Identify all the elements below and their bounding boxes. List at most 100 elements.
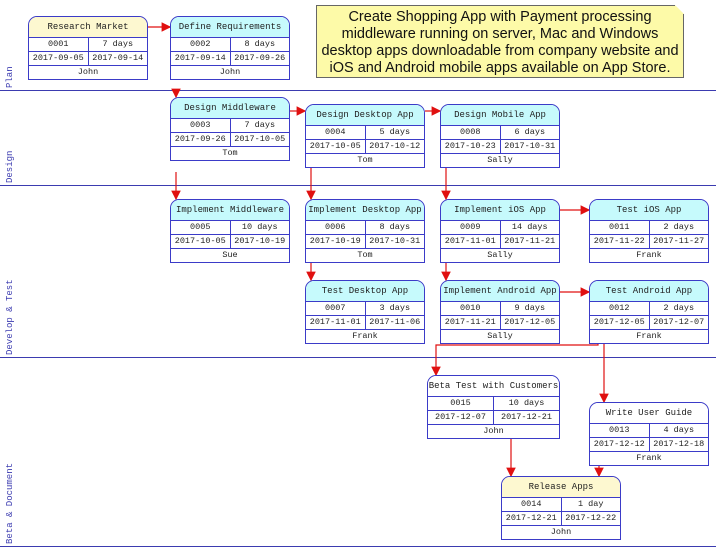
task-title: Implement Desktop App [306,200,424,221]
task-start-date: 2017-11-22 [593,236,645,246]
task-end-date: 2017-12-07 [648,316,709,329]
task-title: Test Android App [590,281,708,302]
lane-divider [0,357,716,358]
task-title: Test Desktop App [306,281,424,302]
task-end-date: 2017-11-27 [648,235,709,248]
task-title: Design Desktop App [306,105,424,126]
task-end-date: 2017-09-26 [229,52,290,65]
task-title: Research Market [29,17,147,38]
project-description-note: Create Shopping App with Payment process… [316,5,684,78]
task-owner: Sally [487,331,513,341]
task-duration: 2 days [648,302,709,315]
task-duration: 5 days [364,126,425,139]
dependency-arrow [431,341,599,377]
task-id: 0006 [325,222,346,232]
task-id: 0004 [325,127,346,137]
task-start-date: 2017-09-14 [174,53,226,63]
task-start-date: 2017-12-07 [434,412,486,422]
lane-divider [0,185,716,186]
task-title: Define Requirements [171,17,289,38]
lane-divider [0,546,716,547]
task-owner: Frank [352,331,378,341]
task-title: Design Middleware [171,98,289,119]
task-end-date: 2017-09-14 [87,52,148,65]
task-id: 0010 [460,303,481,313]
task-id: 0008 [460,127,481,137]
task-start-date: 2017-12-21 [505,513,557,523]
task-id: 0015 [450,398,471,408]
task-id: 0007 [325,303,346,313]
task-duration: 8 days [364,221,425,234]
task-start-date: 2017-11-01 [444,236,496,246]
task-id: 0002 [190,39,211,49]
task-start-date: 2017-11-21 [444,317,496,327]
task-owner: Sally [487,155,513,165]
task-owner: Tom [357,155,373,165]
task-duration: 7 days [87,38,148,51]
task-end-date: 2017-10-12 [364,140,425,153]
task-owner: Tom [357,250,373,260]
task-duration: 14 days [499,221,560,234]
task-title: Release Apps [502,477,620,498]
task-start-date: 2017-10-05 [174,236,226,246]
task-start-date: 2017-10-19 [309,236,361,246]
task-start-date: 2017-10-05 [309,141,361,151]
task-duration: 3 days [364,302,425,315]
lane-divider [0,90,716,91]
task-owner: Sue [222,250,238,260]
task-end-date: 2017-10-05 [229,133,290,146]
task-duration: 6 days [499,126,560,139]
task-title: Implement Middleware [171,200,289,221]
task-owner: Frank [636,250,662,260]
note-text: Create Shopping App with Payment process… [321,9,679,76]
task-id: 0013 [609,425,630,435]
task-end-date: 2017-11-06 [364,316,425,329]
task-id: 0014 [521,499,542,509]
task-id: 0003 [190,120,211,130]
task-id: 0005 [190,222,211,232]
task-title: Test iOS App [590,200,708,221]
task-duration: 4 days [648,424,709,437]
task-duration: 1 day [560,498,621,511]
task-duration: 9 days [499,302,560,315]
task-id: 0012 [609,303,630,313]
task-end-date: 2017-10-31 [364,235,425,248]
task-end-date: 2017-12-18 [648,438,709,451]
task-duration: 7 days [229,119,290,132]
task-end-date: 2017-10-31 [499,140,560,153]
task-id: 0001 [48,39,69,49]
task-owner: John [550,527,572,537]
task-owner: John [483,426,504,436]
task-owner: Tom [222,148,238,158]
task-end-date: 2017-12-22 [560,512,621,525]
task-end-date: 2017-12-05 [499,316,560,329]
task-start-date: 2017-10-23 [444,141,496,151]
task-duration: 2 days [648,221,709,234]
task-end-date: 2017-10-19 [229,235,290,248]
task-title: Write User Guide [590,403,708,424]
task-node-0010[interactable]: Implement Android App 0010 9 days 2017-11… [440,280,560,344]
task-node-0002[interactable]: Define Requirements 0002 8 days 2017-09-1… [170,16,290,80]
task-title: Implement iOS App [441,200,559,221]
task-owner: John [219,67,241,77]
task-node-0006[interactable]: Implement Desktop App 0006 8 days 2017-10… [305,199,425,263]
task-title: Implement Android App [441,281,559,302]
task-duration: 8 days [229,38,290,51]
task-owner: Frank [636,453,662,463]
task-title: Design Mobile App [441,105,559,126]
note-fold-corner [675,5,684,14]
task-start-date: 2017-09-05 [32,53,84,63]
task-node-0004[interactable]: Design Desktop App 0004 5 days 2017-10-05… [305,104,425,168]
task-duration: 10 days [493,397,559,410]
